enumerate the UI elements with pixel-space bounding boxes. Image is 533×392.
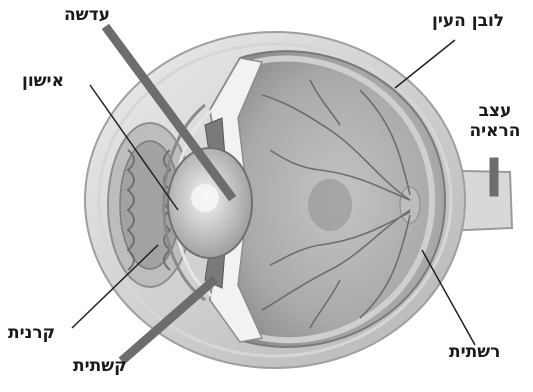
label-iris: קשתית [73, 357, 127, 377]
label-cornea: קרנית [8, 324, 55, 344]
label-pupil: אישון [22, 72, 64, 92]
label-retina: רשתית [449, 343, 500, 363]
label-optic-nerve-line1: עצב [459, 102, 531, 122]
label-sclera: לובן העין [432, 12, 504, 32]
label-lens: עדשה [64, 6, 110, 26]
label-optic-nerve-line2: הראיה [459, 122, 531, 142]
label-optic-nerve: עצב הראיה [459, 102, 531, 141]
leader-sclera [395, 40, 455, 88]
